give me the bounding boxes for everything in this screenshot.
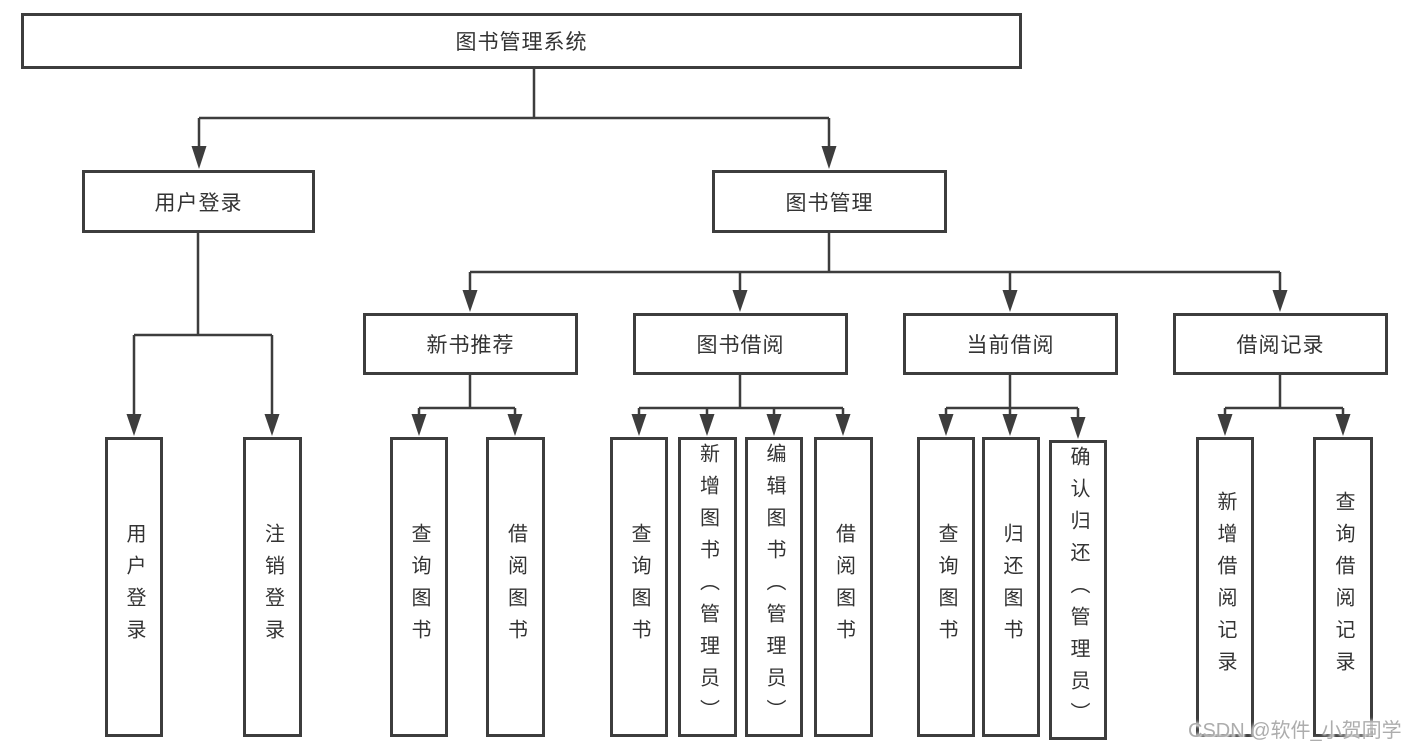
node-root-label: 图书管理系统	[455, 31, 588, 54]
leaf-br-query-record: 查询借阅记录	[1313, 437, 1373, 737]
leaf-bb-edit-book-admin-label: 编辑图书（管理员）	[763, 443, 785, 731]
node-new-book-rec-label: 新书推荐	[426, 334, 515, 357]
leaf-bb-query-book-label: 查询图书	[628, 523, 650, 651]
connector-root-to-level2	[191, 69, 837, 169]
leaf-logout: 注销登录	[243, 437, 302, 737]
connector-user-login-children	[126, 233, 280, 436]
leaf-user-login-label: 用户登录	[123, 523, 145, 651]
leaf-cb-confirm-return-admin-label: 确认归还（管理员）	[1067, 446, 1089, 734]
leaf-bb-borrow-book-label: 借阅图书	[832, 523, 855, 651]
node-user-login: 用户登录	[82, 170, 315, 233]
leaf-cb-query-book: 查询图书	[917, 437, 975, 737]
leaf-cb-return-book: 归还图书	[982, 437, 1040, 737]
connector-current-borrow-children	[938, 375, 1086, 439]
leaf-br-query-record-label: 查询借阅记录	[1332, 491, 1354, 683]
leaf-rec-borrow-book: 借阅图书	[486, 437, 545, 737]
node-book-borrow-label: 图书借阅	[696, 334, 785, 357]
leaf-br-add-record: 新增借阅记录	[1196, 437, 1254, 737]
leaf-bb-add-book-admin-label: 新增图书（管理员）	[696, 443, 719, 731]
leaf-cb-confirm-return-admin: 确认归还（管理员）	[1049, 440, 1107, 740]
leaf-bb-add-book-admin: 新增图书（管理员）	[678, 437, 737, 737]
node-user-login-label: 用户登录	[154, 191, 243, 215]
node-current-borrow: 当前借阅	[903, 313, 1118, 375]
node-book-mgmt-label: 图书管理	[785, 191, 874, 215]
leaf-rec-borrow-book-label: 借阅图书	[504, 523, 527, 651]
leaf-rec-query-book-label: 查询图书	[408, 523, 430, 651]
leaf-cb-query-book-label: 查询图书	[935, 523, 957, 651]
leaf-cb-return-book-label: 归还图书	[1000, 523, 1022, 651]
node-book-mgmt: 图书管理	[712, 170, 947, 233]
leaf-bb-query-book: 查询图书	[610, 437, 668, 737]
node-new-book-rec: 新书推荐	[363, 313, 578, 375]
node-root: 图书管理系统	[21, 13, 1022, 69]
node-current-borrow-label: 当前借阅	[966, 334, 1055, 357]
node-borrow-records-label: 借阅记录	[1236, 334, 1325, 357]
node-book-borrow: 图书借阅	[633, 313, 848, 375]
connector-book-borrow-children	[631, 375, 851, 436]
connector-book-mgmt-children	[462, 233, 1288, 312]
leaf-user-login: 用户登录	[105, 437, 163, 737]
node-borrow-records: 借阅记录	[1173, 313, 1388, 375]
csdn-watermark: CSDN @软件_小贺同学	[1188, 720, 1402, 742]
connector-borrow-records-children	[1217, 375, 1351, 436]
leaf-logout-label: 注销登录	[261, 523, 284, 651]
leaf-br-add-record-label: 新增借阅记录	[1214, 491, 1236, 683]
leaf-bb-edit-book-admin: 编辑图书（管理员）	[745, 437, 803, 737]
leaf-bb-borrow-book: 借阅图书	[814, 437, 873, 737]
leaf-rec-query-book: 查询图书	[390, 437, 448, 737]
connector-new-book-children	[411, 375, 523, 436]
